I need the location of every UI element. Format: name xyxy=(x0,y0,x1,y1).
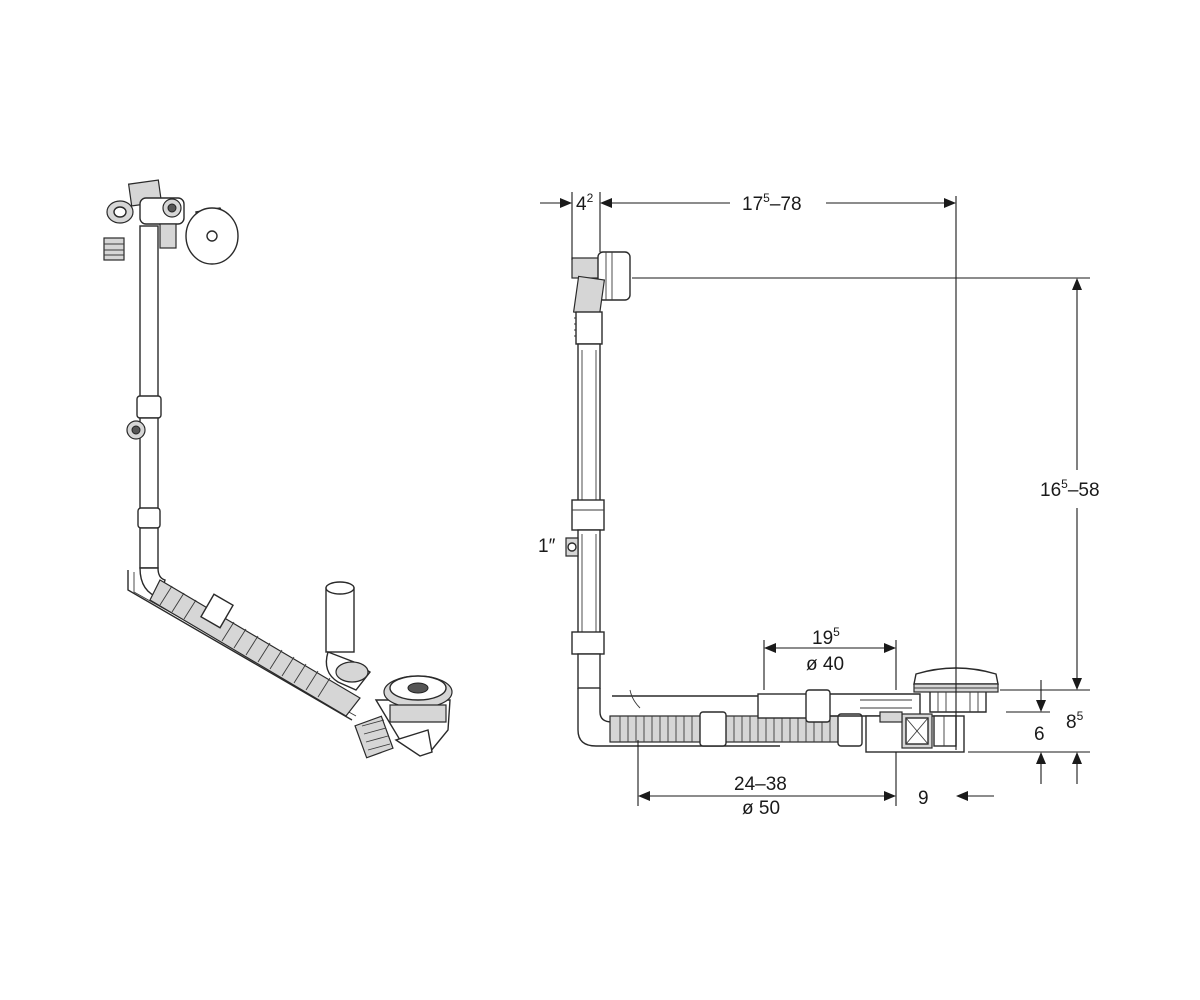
trap-body-elev xyxy=(865,711,965,753)
vertical-pipe-iso xyxy=(126,225,162,569)
dim-drain-setback: 9 xyxy=(918,788,929,809)
hose-elev xyxy=(609,711,863,747)
dim-waste-pipe-dia: ø 40 xyxy=(806,654,844,675)
drain-body-iso xyxy=(354,675,453,759)
dim-waste-pipe-offset: 195 xyxy=(812,625,840,649)
dimension-lines xyxy=(540,192,1090,806)
dim-hose-dia: ø 50 xyxy=(742,798,780,819)
dimension-labels: 42 175–78 165–58 1″ 195 ø 40 24–38 ø 50 … xyxy=(538,191,1100,819)
dim-vertical-span: 165–58 xyxy=(1040,477,1100,501)
waste-pipe-elev xyxy=(757,689,921,723)
dim-horizontal-span: 175–78 xyxy=(742,191,802,215)
hose-iso xyxy=(127,567,361,721)
overflow-cover-iso xyxy=(185,207,239,265)
overflow-head-iso xyxy=(103,179,185,261)
isometric-view xyxy=(103,179,453,759)
dim-thread-size: 1″ xyxy=(538,536,556,557)
vertical-pipe-elev xyxy=(565,311,605,689)
waste-trap-iso xyxy=(325,581,372,691)
dim-overflow-offset: 42 xyxy=(576,191,594,215)
dim-trap-height: 6 xyxy=(1034,724,1045,745)
dim-hose-length: 24–38 xyxy=(734,774,787,795)
dim-total-height: 85 xyxy=(1066,709,1084,733)
elevation-view xyxy=(565,196,999,753)
